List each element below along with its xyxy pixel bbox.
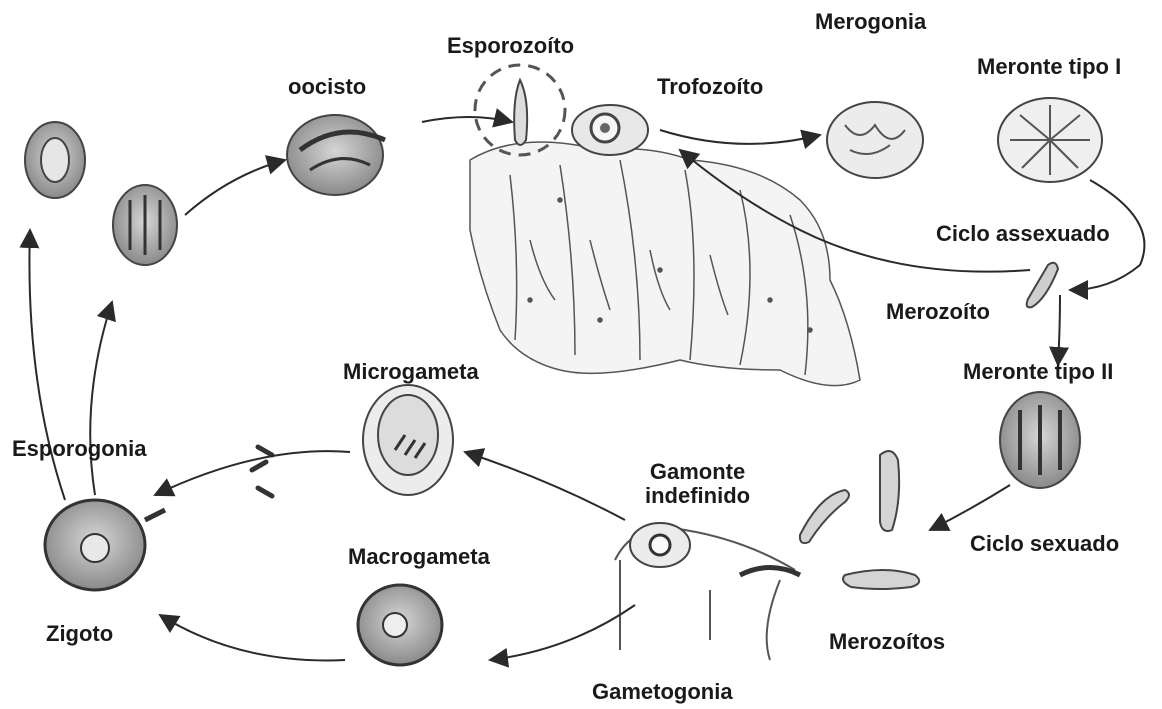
label-microgameta: Microgameta: [343, 360, 479, 384]
label-esporogonia: Esporogonia: [12, 437, 146, 461]
label-merogonia: Merogonia: [815, 10, 926, 34]
label-zigoto: Zigoto: [46, 622, 113, 646]
label-esporozoito: Esporozoíto: [447, 34, 574, 58]
trofozoito-drawing: [572, 105, 648, 155]
meronte-tipo-1-drawing: [998, 98, 1102, 182]
label-gamonte-line1: Gamonte: [645, 460, 750, 484]
intestinal-epithelium: [470, 142, 860, 386]
esporozoito-drawing: [475, 65, 565, 155]
label-oocisto: oocisto: [288, 75, 366, 99]
label-ciclo-sexuado: Ciclo sexuado: [970, 532, 1119, 556]
label-gametogonia: Gametogonia: [592, 680, 733, 704]
label-macrogameta: Macrogameta: [348, 545, 490, 569]
merozoito-drawing: [1027, 263, 1058, 308]
oocisto-drawing: [287, 115, 385, 195]
label-ciclo-assexuado: Ciclo assexuado: [936, 222, 1110, 246]
microgametes-drawing: [252, 447, 272, 496]
label-gamonte-line2: indefinido: [645, 484, 750, 508]
meronte-tipo-2-drawing: [1000, 392, 1080, 488]
label-gamonte-indefinido: Gamonte indefinido: [645, 460, 750, 508]
sporulated-oocyst-drawing-2: [113, 185, 177, 265]
label-merozoitos: Merozoítos: [829, 630, 945, 654]
merozoitos-drawing: [800, 451, 919, 589]
label-merozoito: Merozoíto: [886, 300, 990, 324]
microgameta-drawing: [363, 385, 453, 495]
zigoto-drawing: [45, 500, 165, 590]
label-meronte-tipo-2: Meronte tipo II: [963, 360, 1113, 384]
label-meronte-tipo-1: Meronte tipo I: [977, 55, 1121, 79]
gamonte-drawing: [615, 523, 800, 660]
sporulated-oocyst-drawing-1: [25, 122, 85, 198]
merogonia-drawing: [827, 102, 923, 178]
label-trofozoito: Trofozoíto: [657, 75, 763, 99]
macrogameta-drawing: [358, 585, 442, 665]
